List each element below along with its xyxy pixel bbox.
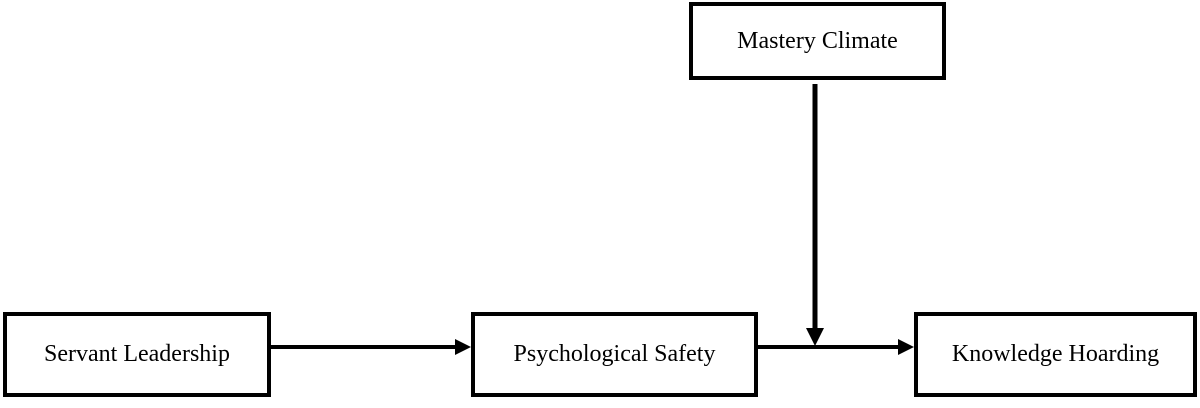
- node-knowledge-hoarding: Knowledge Hoarding: [914, 312, 1197, 397]
- arrowhead-psych-to-knowledge: [898, 339, 914, 355]
- node-label: Servant Leadership: [44, 341, 230, 367]
- node-label: Mastery Climate: [737, 27, 898, 54]
- node-mastery-climate: Mastery Climate: [689, 2, 946, 80]
- node-label: Psychological Safety: [513, 341, 716, 367]
- node-servant-leadership: Servant Leadership: [3, 312, 271, 397]
- arrowhead-servant-to-psych: [455, 339, 471, 355]
- node-psychological-safety: Psychological Safety: [471, 312, 758, 397]
- arrowhead-mastery-moderation: [806, 328, 824, 346]
- node-label: Knowledge Hoarding: [951, 341, 1160, 367]
